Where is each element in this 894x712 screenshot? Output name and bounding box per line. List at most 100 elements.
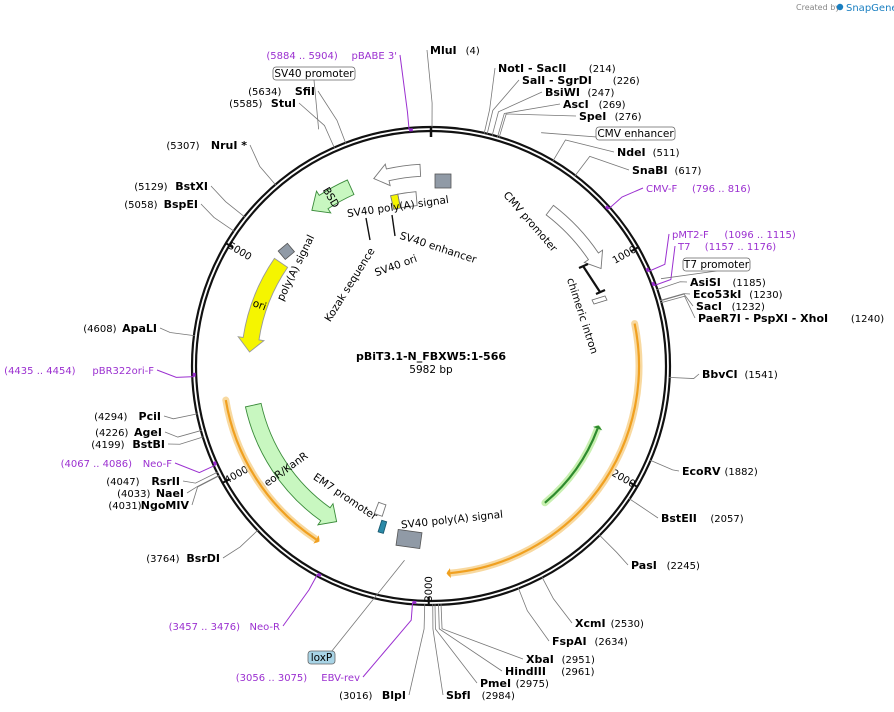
tick-mark: [225, 242, 234, 249]
feature-sv40-ori: [397, 191, 418, 209]
enzyme-name: PciI: [139, 410, 161, 423]
enzyme-site: PaeR7I - PspXI - XhoI(1240): [698, 312, 884, 325]
feature-cmv-promoter: [545, 204, 604, 270]
enzyme-site: BlpI(3016): [339, 689, 406, 702]
enzyme-site: FspAI(2634): [552, 635, 628, 648]
feature-sv40-enhancer: [390, 193, 401, 210]
enzyme-name: XcmI: [575, 617, 606, 630]
feature-sv40-poly-a-signal: [373, 163, 422, 187]
primer-site: Neo-R(3457 .. 3476): [169, 622, 280, 633]
primer-mark: [645, 267, 650, 273]
enzyme-position: (1232): [732, 302, 765, 313]
enzyme-leader: [408, 603, 426, 696]
enzyme-name: AscI: [563, 98, 589, 111]
enzyme-site: RsrII(4047): [106, 475, 180, 488]
primer-leader: [608, 187, 644, 210]
enzyme-name: SpeI: [579, 110, 606, 123]
enzyme-position: (2951): [562, 655, 595, 666]
enzyme-leader: [164, 429, 202, 438]
enzyme-leader: [317, 90, 347, 144]
enzyme-position: (3764): [146, 554, 179, 565]
enzyme-position: (5129): [134, 182, 167, 193]
feature-text-label: CMV promoter: [501, 190, 560, 255]
feature-block: [377, 519, 388, 534]
enzyme-site: SbfI(2984): [446, 689, 515, 702]
enzyme-name: MluI: [430, 44, 457, 57]
enzyme-position: (4199): [91, 440, 124, 451]
tick-label: 1000: [611, 244, 639, 266]
enzyme-leader: [440, 603, 524, 660]
enzyme-site: NaeI(4033): [117, 487, 184, 500]
enzyme-position: (1230): [749, 290, 782, 301]
enzyme-name: PmeI: [480, 677, 511, 690]
enzyme-name: BsrDI: [186, 552, 220, 565]
primer-site: pMT2-F(1096 .. 1115): [672, 230, 796, 241]
enzyme-leader: [298, 102, 335, 149]
tick-label: 5000: [226, 241, 253, 264]
enzyme-position: (2984): [482, 691, 515, 702]
enzyme-leader: [496, 103, 561, 138]
enzyme-name: NdeI: [617, 146, 646, 159]
plasmid-name: pBiT3.1-N_FBXW5:1-566: [356, 350, 506, 363]
enzyme-site: StuI(5585): [229, 97, 296, 110]
primer-mark: [604, 205, 610, 210]
enzyme-name: SalI - SgrDI: [522, 74, 592, 87]
primer-leader: [174, 462, 216, 474]
enzyme-position: (1882): [725, 467, 758, 478]
primer-range: (3457 .. 3476): [169, 622, 241, 633]
enzyme-name: ApaLI: [122, 322, 157, 335]
orf-arc-inner: [544, 428, 599, 504]
enzyme-position: (1541): [745, 370, 778, 381]
enzyme-site: BstBI(4199): [91, 438, 165, 451]
primer-leader: [653, 245, 676, 287]
enzyme-position: (511): [653, 148, 680, 159]
enzyme-site: HindIII(2961): [505, 665, 595, 678]
enzyme-site: ApaLI(4608): [83, 322, 157, 335]
enzyme-position: (2961): [561, 667, 594, 678]
primer-marks: pBABE 3'(5884 .. 5904)CMV-F(796 .. 816)p…: [4, 51, 796, 684]
enzyme-site: SnaBI(617): [632, 164, 701, 177]
primer-leader: [156, 369, 195, 378]
chimeric-intron-arrow: [591, 295, 608, 305]
enzyme-leader: [491, 91, 543, 137]
enzyme-site: BstEII(2057): [661, 512, 744, 525]
enzyme-position: (2245): [667, 561, 700, 572]
enzyme-site: AscI (269): [563, 98, 626, 111]
enzyme-position: (5634): [248, 87, 281, 98]
orf-arc-lower-head: [313, 535, 320, 544]
feature-neor-kanr: [244, 402, 338, 526]
primer-name: CMV-F: [646, 184, 677, 195]
enzyme-site: BsrDI (3764): [146, 552, 220, 565]
boxed-label-text: loxP: [311, 652, 333, 664]
enzyme-position: (269): [599, 100, 626, 111]
primer-range: (1157 .. 1176): [705, 242, 777, 253]
primer-name: pBABE 3': [351, 51, 397, 62]
primer-range: (4067 .. 4086): [61, 459, 133, 470]
rbs-block-top: [434, 173, 452, 189]
polya-block: [277, 242, 296, 261]
enzyme-name: StuI: [271, 97, 296, 110]
feature-bsd: [311, 179, 355, 214]
enzyme-leader: [541, 576, 573, 624]
enzyme-name: FspAI: [552, 635, 587, 648]
plasmid-size: 5982 bp: [409, 364, 453, 376]
primer-site: Neo-F(4067 .. 4086): [61, 459, 173, 470]
enzyme-leader: [628, 498, 659, 519]
enzyme-name: AgeI: [134, 426, 162, 439]
snapgene-logo: SnapGene: [836, 3, 894, 14]
enzyme-position: (3016): [339, 691, 372, 702]
boxed-label-frame: [307, 650, 336, 665]
orf-arc-main-head: [446, 568, 451, 579]
feature-text-label: Kozak sequence: [322, 246, 377, 324]
enzyme-site: XcmI(2530): [575, 617, 644, 630]
enzyme-leader: [574, 155, 630, 177]
enzyme-name: BstXI: [175, 180, 208, 193]
primer-leader: [362, 602, 414, 678]
enzyme-leader: [552, 139, 615, 162]
enzyme-position: (276): [615, 112, 642, 123]
tick-mark: [222, 478, 230, 484]
boxed-label-leader: [313, 79, 320, 130]
enzyme-position: (226): [613, 76, 640, 87]
primer-site: pBABE 3'(5884 .. 5904): [266, 51, 397, 62]
